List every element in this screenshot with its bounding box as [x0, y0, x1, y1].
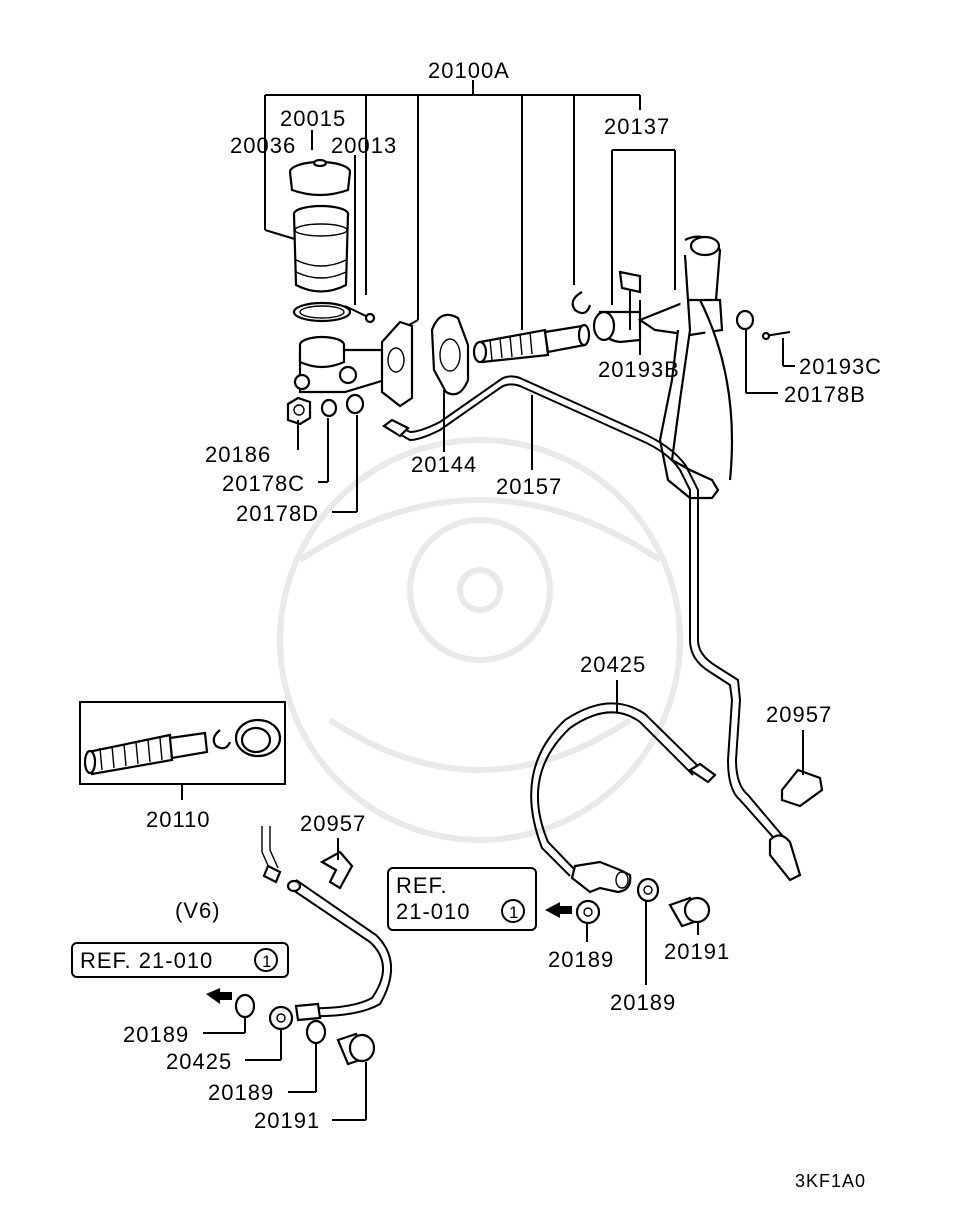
reservoir-part[interactable]	[292, 204, 350, 293]
snap-ring-part[interactable]	[571, 291, 592, 315]
washer-20189-right-b-part[interactable]	[636, 877, 660, 903]
label-20110[interactable]: 20110	[146, 807, 211, 832]
clevis-pin-part[interactable]	[618, 270, 642, 330]
pin-20013-part[interactable]	[344, 305, 376, 324]
clutch-tube-part[interactable]	[382, 375, 802, 882]
ref-box-left-text: REF. 21-010	[80, 948, 213, 973]
clevis-part[interactable]	[592, 310, 642, 344]
inset-box-20110	[79, 701, 286, 800]
washer-20178D-part[interactable]	[345, 393, 365, 415]
arrow-right-ref	[545, 902, 572, 918]
label-20189-left-b[interactable]: 20189	[208, 1080, 274, 1105]
arrow-left-ref	[206, 988, 232, 1004]
bolt-20191-right-part[interactable]	[668, 896, 711, 928]
label-20178C[interactable]: 20178C	[222, 471, 305, 496]
ref-box-right-line1: REF.	[396, 873, 448, 898]
banjo-20425-left-part[interactable]	[268, 1005, 294, 1031]
bolt-20191-left-part[interactable]	[336, 1032, 376, 1066]
clutch-hose-right-part[interactable]	[530, 702, 717, 894]
master-cylinder-body[interactable]	[293, 320, 414, 408]
label-20100A[interactable]: 20100A	[428, 58, 510, 83]
ref-box-right[interactable]: REF. 21-010 1	[387, 867, 537, 931]
watermark-emblem	[277, 437, 683, 843]
push-rod-boot-part[interactable]	[472, 323, 591, 364]
label-20178D[interactable]: 20178D	[236, 501, 319, 526]
washer-20189-left-a-part[interactable]	[234, 993, 256, 1019]
leader-lines	[203, 130, 804, 1121]
clip-20957-left-part[interactable]	[319, 850, 354, 890]
ref-box-left[interactable]: REF. 21-010 1	[71, 942, 289, 978]
cotter-pin-20193C-part[interactable]	[761, 331, 791, 341]
gasket-part[interactable]	[430, 313, 470, 396]
label-20013[interactable]: 20013	[331, 133, 397, 158]
label-20189-right-a[interactable]: 20189	[548, 947, 614, 972]
clutch-hose-left-part[interactable]	[261, 826, 392, 1022]
pedal-arm-part[interactable]	[637, 235, 734, 500]
label-20186[interactable]: 20186	[205, 442, 271, 467]
label-20015[interactable]: 20015	[280, 106, 346, 131]
label-20193C[interactable]: 20193C	[799, 354, 882, 379]
washer-20178C-part[interactable]	[320, 398, 338, 418]
label-20193B[interactable]: 20193B	[598, 357, 680, 382]
seal-ring-part[interactable]	[292, 301, 352, 323]
label-20137[interactable]: 20137	[604, 114, 670, 139]
label-20425-left[interactable]: 20425	[166, 1049, 232, 1074]
label-20191-right[interactable]: 20191	[664, 939, 730, 964]
label-20191-left[interactable]: 20191	[254, 1108, 320, 1133]
bracket-20137	[611, 149, 676, 305]
reservoir-cap-part[interactable]	[288, 158, 352, 197]
label-20144[interactable]: 20144	[411, 452, 477, 477]
ref-box-left-circle: 1	[262, 952, 272, 971]
label-v6: (V6)	[175, 898, 221, 923]
assembly-bracket	[264, 80, 641, 331]
diagram-code: 3KF1A0	[795, 1171, 866, 1191]
washer-20189-left-b-part[interactable]	[305, 1019, 327, 1045]
label-20189-right-b[interactable]: 20189	[610, 990, 676, 1015]
label-20957-left[interactable]: 20957	[300, 811, 366, 836]
label-20178B[interactable]: 20178B	[784, 382, 866, 407]
label-20036[interactable]: 20036	[230, 133, 296, 158]
ref-box-right-circle: 1	[509, 903, 519, 922]
label-20157[interactable]: 20157	[496, 474, 562, 499]
washer-20178B-part[interactable]	[735, 309, 755, 331]
label-20189-left-a[interactable]: 20189	[123, 1022, 189, 1047]
nut-20186-part[interactable]	[286, 396, 312, 426]
clip-20957-right-part[interactable]	[780, 768, 824, 808]
washer-20189-right-a-part[interactable]	[575, 899, 601, 925]
label-20425-right[interactable]: 20425	[580, 652, 646, 677]
ref-box-right-line2: 21-010	[396, 899, 471, 924]
label-20957-right[interactable]: 20957	[766, 702, 832, 727]
part-labels: 20100A 20015 20036 20013 20137 20193C 20…	[123, 58, 882, 1191]
